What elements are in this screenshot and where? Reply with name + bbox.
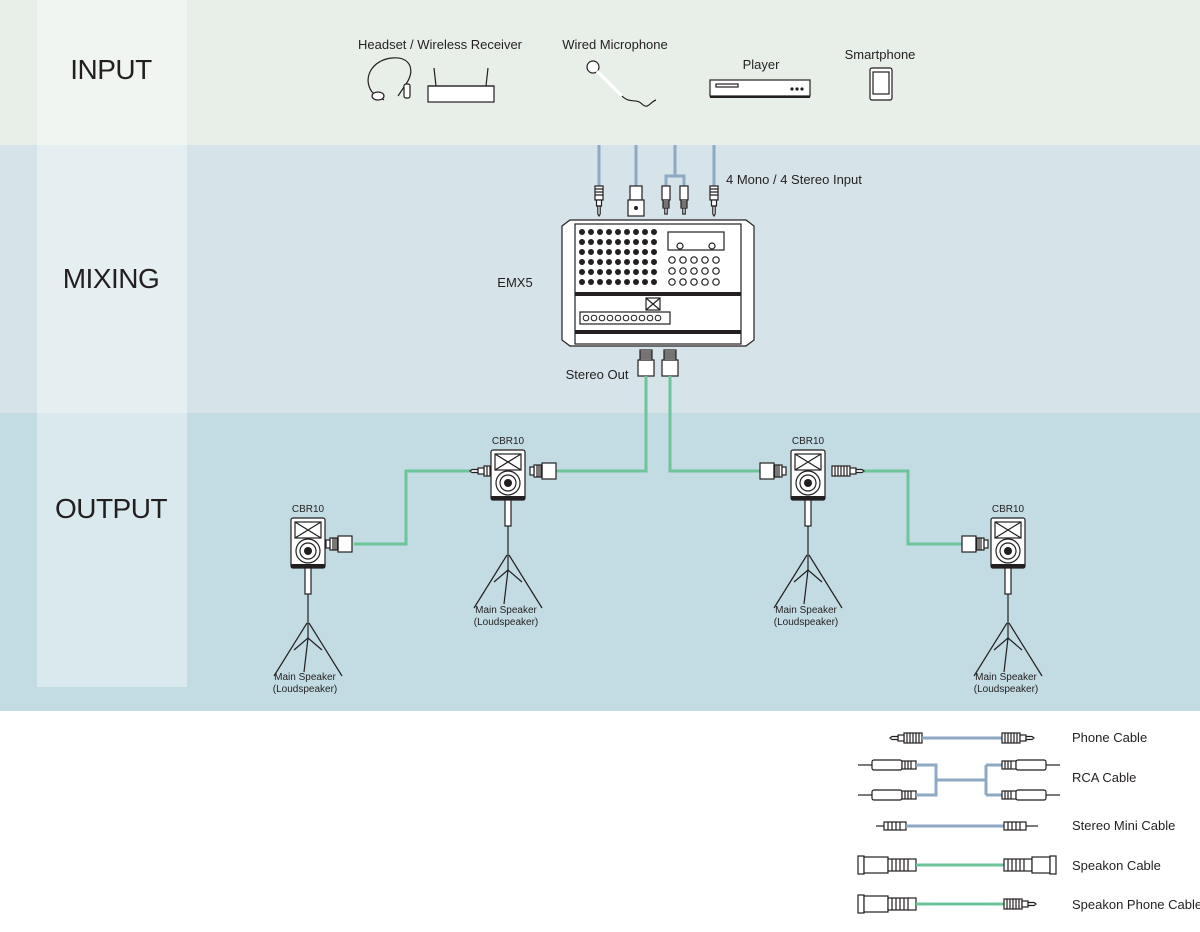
legend-speakon-cable: Speakon Cable xyxy=(857,855,1161,875)
wireless-receiver-icon xyxy=(427,67,495,103)
legend-phone-label: Phone Cable xyxy=(1072,730,1147,745)
mixer-model-label: EMX5 xyxy=(497,275,532,290)
speaker-4: CBR10 Main Speaker (Loudspeaker) xyxy=(973,504,1043,695)
microphone-icon xyxy=(586,60,657,107)
speakon-out-left-icon xyxy=(637,349,655,377)
legend-rca-label: RCA Cable xyxy=(1072,770,1136,785)
microphone-label: Wired Microphone xyxy=(562,37,668,52)
link-cable-left xyxy=(354,469,476,546)
legend-speakon-phone-cable: Speakon Phone Cable xyxy=(857,894,1200,914)
speaker-icon xyxy=(490,449,526,501)
zone-label-column xyxy=(37,0,187,687)
player-icon xyxy=(709,79,811,98)
speaker-icon xyxy=(990,517,1026,569)
legend-rca-cable: RCA Cable xyxy=(858,759,1136,801)
headset-label: Headset / Wireless Receiver xyxy=(358,37,523,52)
mixer-emx5 xyxy=(561,219,755,347)
zone-label-input: INPUT xyxy=(70,54,152,85)
legend: Phone Cable xyxy=(857,730,1200,914)
smartphone-label: Smartphone xyxy=(845,47,916,62)
legend-stereo-mini-cable: Stereo Mini Cable xyxy=(876,818,1175,833)
speakon-plug-icon xyxy=(759,462,787,480)
link-cable-right xyxy=(838,469,962,546)
speaker-model-label: CBR10 xyxy=(492,436,525,447)
speaker-role-label: Main Speaker xyxy=(475,605,537,616)
speaker-model-label: CBR10 xyxy=(292,504,325,515)
speaker-2: CBR10 Main Speaker (Loudspeaker) xyxy=(473,436,543,628)
legend-phone-cable: Phone Cable xyxy=(889,730,1147,745)
speaker-cable-right xyxy=(668,376,760,473)
speaker-cable-left xyxy=(556,376,648,473)
speaker-icon xyxy=(290,517,326,569)
speaker-sub-label: (Loudspeaker) xyxy=(273,684,337,695)
zone-label-output: OUTPUT xyxy=(55,493,168,524)
speaker-sub-label: (Loudspeaker) xyxy=(974,684,1038,695)
speaker-sub-label: (Loudspeaker) xyxy=(774,617,838,628)
speaker-role-label: Main Speaker xyxy=(274,672,336,683)
input-cable-rca xyxy=(664,145,686,186)
mixer-input-label: 4 Mono / 4 Stereo Input xyxy=(726,172,862,187)
headset-icon xyxy=(367,57,412,101)
xlr-plug-icon xyxy=(627,185,645,217)
speaker-model-label: CBR10 xyxy=(992,504,1025,515)
speaker-sub-label: (Loudspeaker) xyxy=(474,617,538,628)
zone-label-mixing: MIXING xyxy=(63,263,160,294)
speaker-3: CBR10 Main Speaker (Loudspeaker) xyxy=(773,436,843,628)
speakon-plug-icon xyxy=(961,535,989,553)
speaker-1: CBR10 Main Speaker (Loudspeaker) xyxy=(273,504,343,695)
speaker-icon xyxy=(790,449,826,501)
player-label: Player xyxy=(743,57,781,72)
speakon-plug-icon xyxy=(325,535,353,553)
speaker-model-label: CBR10 xyxy=(792,436,825,447)
speakon-out-right-icon xyxy=(661,349,679,377)
smartphone-icon xyxy=(869,67,893,101)
speakon-plug-icon xyxy=(529,462,557,480)
speaker-role-label: Main Speaker xyxy=(775,605,837,616)
legend-stereo-mini-label: Stereo Mini Cable xyxy=(1072,818,1175,833)
speaker-role-label: Main Speaker xyxy=(975,672,1037,683)
legend-speakon-phone-label: Speakon Phone Cable xyxy=(1072,897,1200,912)
legend-speakon-label: Speakon Cable xyxy=(1072,858,1161,873)
stereo-out-label: Stereo Out xyxy=(566,367,629,382)
